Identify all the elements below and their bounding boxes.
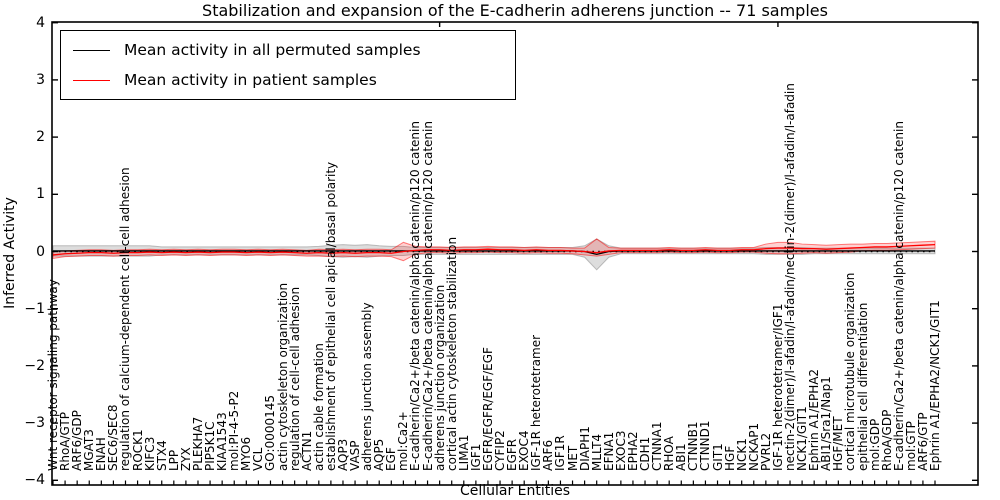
y-tick-label: −3 [24, 415, 45, 432]
y-axis-label: Inferred Activity [2, 197, 18, 309]
legend-label-patient: Mean activity in patient samples [124, 71, 377, 89]
permuted-mean-line [53, 250, 935, 256]
y-tick-label: −2 [24, 357, 45, 374]
y-tick-label: −4 [24, 472, 45, 489]
y-tick-label: 2 [36, 129, 45, 146]
x-axis-label: Cellular Entities [459, 483, 571, 499]
x-entity-label: Ephrin A1/EPHA2/NCK1/GIT1 [928, 300, 942, 471]
band-permuted [52, 238, 936, 271]
chart-title: Stabilization and expansion of the E-cad… [202, 1, 828, 20]
y-tick-label: −1 [24, 300, 45, 317]
patient-mean-line [52, 243, 936, 256]
x-entity-label: E-cadherin/Ca2+/beta catenin/alpha caten… [891, 121, 906, 471]
y-tick-label: 0 [36, 243, 45, 260]
y-tick-label: 4 [36, 14, 45, 31]
y-tick-label: 1 [36, 186, 45, 203]
y-tick-label: 3 [36, 71, 45, 88]
patient-line-swatch-icon [73, 79, 110, 81]
legend-label-permuted: Mean activity in all permuted samples [124, 41, 421, 59]
legend-item-patient: Mean activity in patient samples [61, 65, 515, 95]
permuted-line-swatch-icon [73, 49, 110, 51]
legend: Mean activity in all permuted samples Me… [60, 30, 516, 100]
x-entity-label: regulation of calcium-dependent cell-cel… [118, 167, 133, 471]
axes-frame [51, 21, 979, 486]
legend-item-permuted: Mean activity in all permuted samples [61, 35, 515, 65]
x-entity-label: establishment of epithelial cell apical/… [323, 161, 338, 471]
